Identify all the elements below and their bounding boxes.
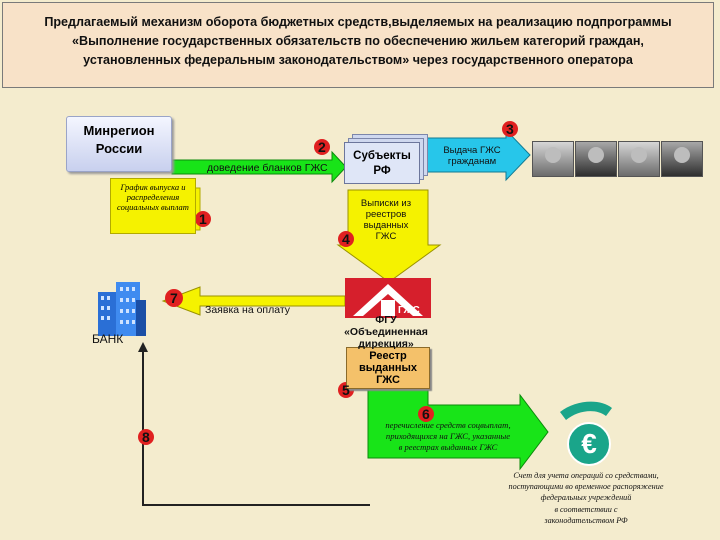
bank-building-icon [98, 282, 146, 336]
badge-1 [195, 211, 211, 227]
flow-6-text: перечисление средств соцвыплат, приходящ… [372, 420, 524, 453]
reestr-node: Реестр выданных ГЖС [346, 347, 430, 389]
badge-2-number: 2 [318, 139, 326, 155]
badge-7 [165, 289, 183, 307]
badge-3 [502, 121, 518, 137]
account-note-line-5: законодательством РФ [544, 515, 628, 525]
subjects-node: Субъекты РФ [344, 142, 420, 184]
badge-5-number: 5 [342, 382, 350, 398]
subjects-label: Субъекты РФ [353, 150, 411, 177]
title-line-1: Предлагаемый механизм оборота бюджетных … [44, 15, 672, 29]
title-line-3: установленных федеральным законодательст… [83, 53, 633, 67]
badge-8-number: 8 [142, 429, 150, 445]
flow-2-label: доведение бланков ГЖС [207, 162, 328, 174]
flow-3-label: Выдача ГЖС гражданам [443, 145, 501, 167]
flow-6-line-1: перечисление средств соцвыплат, [385, 420, 511, 430]
flow-6-line-3: в реестрах выданных ГЖС [398, 442, 498, 452]
reestr-label: Реестр выданных ГЖС [358, 350, 418, 386]
fgu-logo-text: ГЖС [398, 305, 420, 316]
fgu-logo-icon [345, 278, 431, 318]
schedule-node: График выпуска и распределения социальны… [110, 178, 196, 234]
badge-1-number: 1 [199, 211, 207, 227]
minregion-node: Минрегион России [66, 116, 172, 172]
badge-4 [338, 231, 354, 247]
bank-label: БАНК [92, 332, 124, 346]
fgu-label: ФГУ «Объединенная дирекция» [344, 314, 428, 350]
bank-feedback-line [142, 348, 370, 506]
account-note-line-4: в соответствии с [554, 504, 618, 514]
account-note: Счет для учета операций со средствами, п… [506, 470, 666, 526]
diagram-title: Предлагаемый механизм оборота бюджетных … [2, 2, 714, 88]
account-note-line-3: федеральных учреждений [540, 493, 632, 503]
minregion-label: Минрегион России [83, 123, 155, 156]
euro-swoosh [560, 401, 612, 420]
arrow-6-transfer [367, 387, 549, 471]
badge-8 [138, 429, 154, 445]
flow-4-label: Выписки из реестров выданных ГЖС [360, 198, 412, 242]
title-line-2: «Выполнение государственных обязательств… [72, 34, 644, 48]
schedule-label: График выпуска и распределения социальны… [117, 182, 189, 212]
badge-4-number: 4 [342, 231, 350, 247]
citizen-photo-3 [618, 141, 660, 177]
arrow-3-issuance [419, 128, 531, 182]
flow-7-label: Заявка на оплату [205, 304, 291, 316]
citizen-photo-2 [575, 141, 617, 177]
citizen-photo-4 [661, 141, 703, 177]
badge-7-number: 7 [170, 290, 178, 306]
account-note-line-1: Счет для учета операций со средствами, [513, 471, 659, 480]
badge-6-number: 6 [422, 406, 430, 422]
badge-2 [314, 139, 330, 155]
bank-feedback-arrowhead [138, 342, 148, 352]
arrow-2-delivery [171, 150, 347, 184]
arrow-7-payment-request [161, 286, 346, 316]
citizen-photo-1 [532, 141, 574, 177]
badge-6 [418, 406, 434, 422]
account-note-line-2: поступающими во временное распоряжение [508, 482, 664, 492]
euro-icon: € [567, 422, 611, 466]
badge-3-number: 3 [506, 121, 514, 137]
flow-6-line-2: приходящихся на ГЖС, указанные [385, 431, 511, 441]
